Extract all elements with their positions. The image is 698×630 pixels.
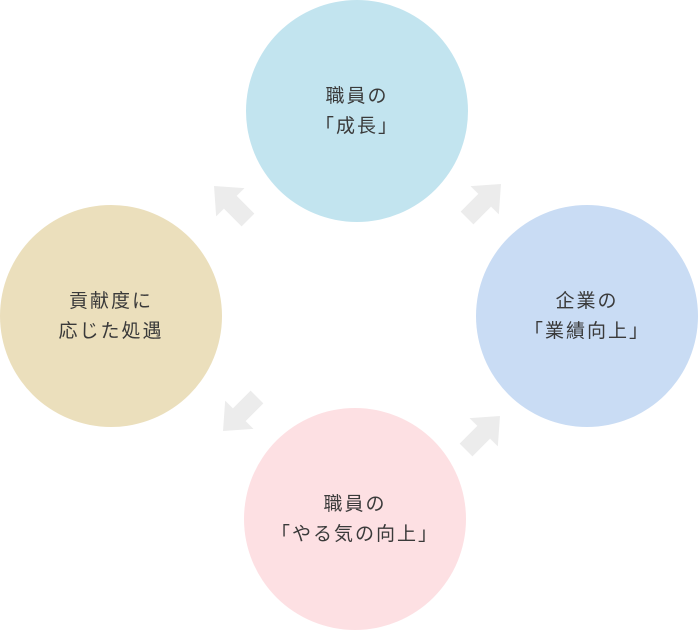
node-staff-motivation-line1: 職員の bbox=[323, 493, 387, 515]
arrow-left-to-bottom bbox=[223, 390, 264, 431]
arrow-bottom-to-right bbox=[459, 416, 500, 457]
node-contribution-treatment-line1: 貢献度に bbox=[68, 290, 153, 312]
node-staff-motivation: 職員の 「やる気の向上」 bbox=[244, 408, 466, 630]
node-contribution-treatment-line2: 応じた処遇 bbox=[58, 320, 164, 342]
arrow-top-to-left bbox=[214, 186, 255, 227]
node-staff-growth: 職員の 「成長」 bbox=[246, 0, 468, 222]
arrow-right-to-top bbox=[460, 184, 501, 225]
node-company-performance-line1: 企業の bbox=[555, 290, 619, 312]
node-contribution-treatment: 貢献度に 応じた処遇 bbox=[0, 205, 222, 427]
node-company-performance-line2: 「業績向上」 bbox=[523, 320, 650, 342]
node-staff-growth-line2: 「成長」 bbox=[314, 115, 399, 137]
node-company-performance: 企業の 「業績向上」 bbox=[476, 205, 698, 427]
node-staff-growth-line1: 職員の bbox=[325, 85, 389, 107]
node-staff-motivation-line2: 「やる気の向上」 bbox=[270, 523, 439, 545]
